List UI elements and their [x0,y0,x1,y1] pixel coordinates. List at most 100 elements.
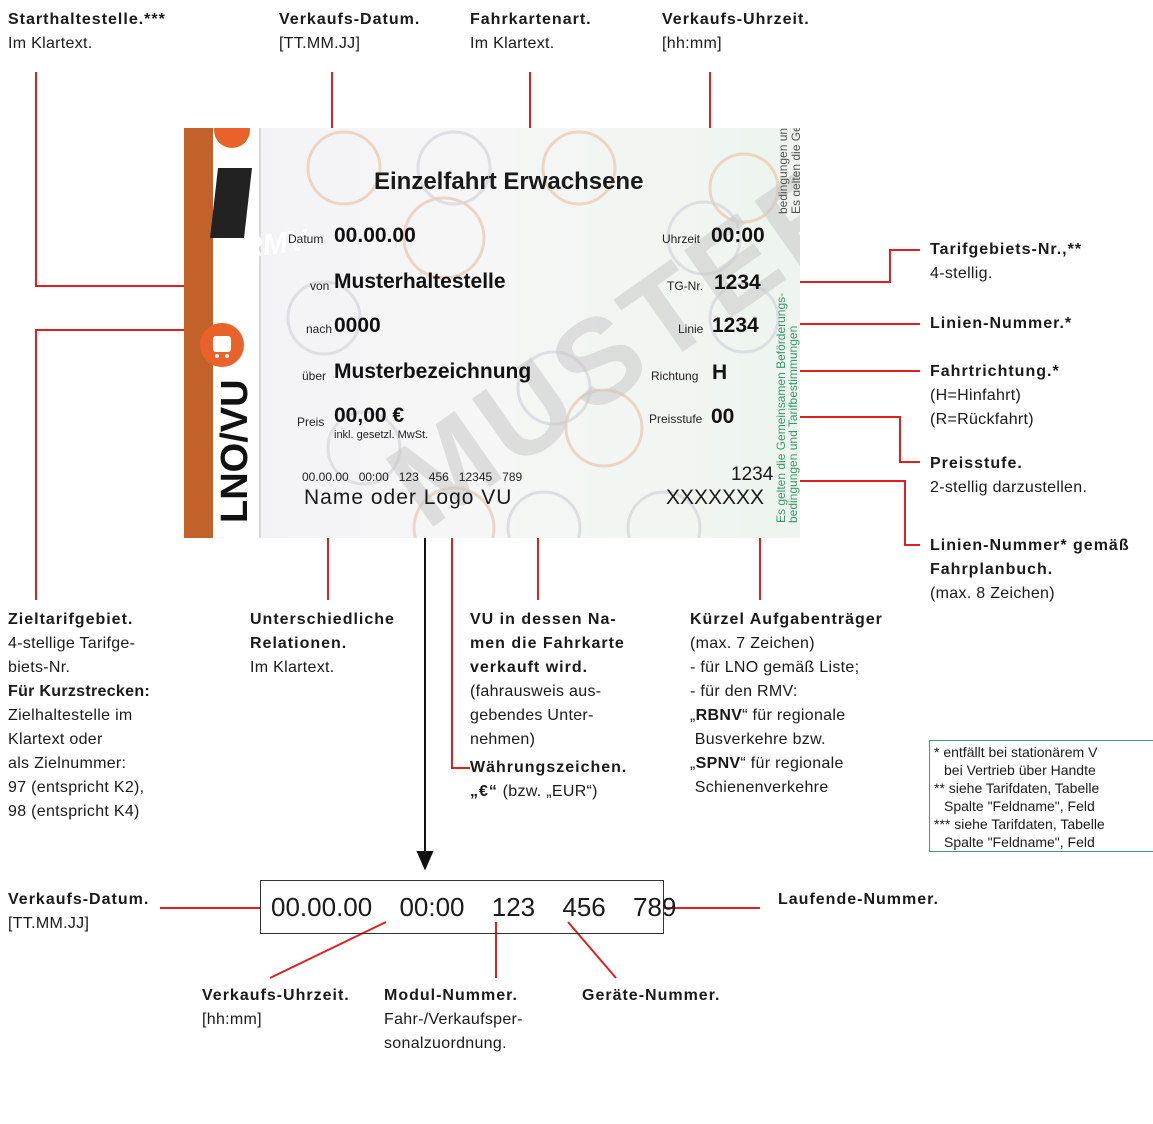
linie-value: 1234 [712,314,759,337]
tg-value: 1234 [714,271,761,294]
label-box-modul: Modul-Nummer. Fahr-/Verkaufsper- sonalzu… [384,984,523,1056]
label-text-1: (H=Hinfahrt) [930,387,1022,404]
label-line: - für den RMV: [690,683,798,700]
label-text: Im Klartext. [8,35,93,52]
label-line: - für LNO gemäß Liste; [690,659,860,676]
rmv-logo-icon [210,168,252,238]
footnote-line: *** siehe Tarifdaten, Tabelle [934,816,1105,832]
label-title: Verkaufs-Uhrzeit. [202,987,350,1004]
footnote-line: Spalte "Feldname", Feld [944,798,1095,814]
label-line-rest: “ für regionale [742,707,846,724]
label-box-datum: Verkaufs-Datum. [TT.MM.JJ] [8,888,149,936]
rbnv-text: RBNV [695,707,743,724]
label-text: Im Klartext. [470,35,555,52]
label-line-rest: “ für regionale [740,755,844,772]
label-title: Preisstufe. [930,455,1023,472]
footnote-line: * entfällt bei stationärem V [934,744,1098,760]
label-title: Verkaufs-Uhrzeit. [662,11,810,28]
label-text: „€“ (bzw. „EUR“) [470,780,627,804]
footnote-line: ** siehe Tarifdaten, Tabelle [934,780,1100,796]
label-title: Laufende-Nummer. [778,891,939,908]
footnote-line: Spalte "Feldname", Feld [944,834,1095,850]
label-title: Währungszeichen. [470,759,628,776]
quote: „ [690,755,696,772]
preisstufe-label: Preisstufe [649,412,703,426]
label-title-1: Unterschiedliche [250,611,395,628]
label-starthaltestelle: Starthaltestelle.*** Im Klartext. [8,8,166,56]
label-waehrung: Währungszeichen. „€“ (bzw. „EUR“) [470,756,627,804]
label-title: Modul-Nummer. [384,987,518,1004]
uhrzeit-value: 00:00 [711,224,765,247]
linie-label: Linie [678,322,704,336]
label-title: Fahrtrichtung.* [930,363,1060,380]
label-text-2: (R=Rückfahrt) [930,411,1034,428]
ticket-separator [259,128,261,538]
label-box-laufend: Laufende-Nummer. [778,888,939,912]
serial-number-box: 00.00.00 00:00 123 456 789 [260,880,676,934]
ticket-line-no: 1234 [731,464,774,485]
von-value: Musterhaltestelle [334,270,506,293]
label-box-geraet: Geräte-Nummer. [582,984,721,1008]
leader-preisstufe [746,416,920,463]
label-fahrkartenart: Fahrkartenart. Im Klartext. [470,8,592,56]
label-text: (max. 8 Zeichen) [930,585,1055,602]
label-vu: VU in dessen Na- men die Fahrkarte verka… [470,608,625,752]
label-line: Fahr-/Verkaufsper- [384,1011,523,1028]
preis-value: 00,00 € [334,404,405,427]
vu-name: Name oder Logo VU [304,486,513,509]
box-laufend: 789 [633,892,677,922]
label-line: 98 (entspricht K4) [8,803,140,820]
label-title: Zieltarifgebiet. [8,611,134,628]
label-text: [hh:mm] [662,35,722,52]
preisstufe-value: 00 [711,405,735,428]
preis-label: Preis [297,415,325,429]
label-title: Linien-Nummer.* [930,315,1073,332]
ticket-logo-graphics [200,128,252,367]
leader-linie-fpb [782,480,920,546]
label-box-uhrzeit: Verkaufs-Uhrzeit. [hh:mm] [202,984,350,1032]
ticket-kuerzel: XXXXXXX [666,486,765,509]
uhrzeit-label: Uhrzeit [662,232,701,246]
label-line: „RBNV“ für regionale [690,704,883,728]
datum-label: Datum [288,232,324,246]
footnote-line: bei Vertrieb über Handte [944,762,1096,778]
nach-label: nach [306,322,333,336]
box-modul: 123 [491,892,536,922]
label-text: [hh:mm] [202,1011,262,1028]
label-verkaufs-datum: Verkaufs-Datum. [TT.MM.JJ] [279,8,420,56]
datum-value: 00.00.00 [334,224,416,247]
label-text: 4-stellig. [930,265,993,282]
ticket-background-icons [286,130,780,538]
label-line: 97 (entspricht K2), [8,779,145,796]
arrow-head [416,851,434,871]
leader-tarifgebiet [773,249,920,283]
ticket-title: Einzelfahrt Erwachsene [374,168,644,195]
label-line: (fahrausweis aus- [470,683,602,700]
side-text-2: bedingungen und Tarifbestimmungen [786,325,800,523]
label-bold: Für Kurzstrecken: [8,683,151,700]
label-kuerzel: Kürzel Aufgabenträger (max. 7 Zeichen) -… [690,608,883,800]
label-preisstufe: Preisstufe. 2-stellig darzustellen. [930,452,1087,500]
label-title: Verkaufs-Datum. [8,891,150,908]
label-title-1: Linien-Nummer* gemäß [930,537,1130,554]
box-date: 00.00.00 [271,892,373,922]
label-title: Starthaltestelle.*** [8,11,166,28]
footnote-box: * entfällt bei stationärem V bei Vertrie… [929,740,1153,852]
ueber-value: Musterbezeichnung [334,360,532,383]
label-line: „SPNV“ für regionale [690,752,883,776]
label-text: [TT.MM.JJ] [8,915,90,932]
leader-box-geraet [567,921,617,979]
label-text: [TT.MM.JJ] [279,35,361,52]
label-line: Busverkehre bzw. [690,731,826,748]
quote: „ [690,707,696,724]
ticket-serial: 00.00.00 00:00 123 456 12345 789 [302,470,523,484]
label-title-3: verkauft wird. [470,659,589,676]
label-line: Zielhaltestelle im [8,707,133,724]
label-relationen: Unterschiedliche Relationen. Im Klartext… [250,608,395,680]
label-title-2: Relationen. [250,635,348,652]
label-title-2: men die Fahrkarte [470,635,625,652]
label-title-2: Fahrplanbuch. [930,561,1054,578]
ticket-sample: RMV LNO/VU MUSTER Einzelfahrt Erwachsene… [184,128,800,538]
label-line: gebendes Unter- [470,707,594,724]
tg-label: TG-Nr. [667,279,703,293]
